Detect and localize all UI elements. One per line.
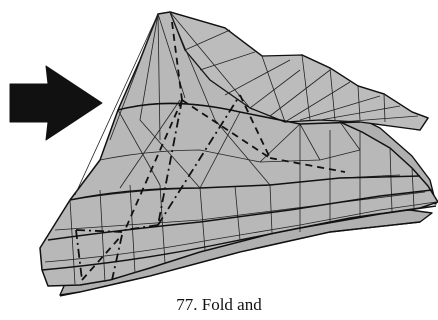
- step-caption: 77. Fold and: [0, 294, 438, 316]
- push-arrow-icon: [10, 66, 102, 140]
